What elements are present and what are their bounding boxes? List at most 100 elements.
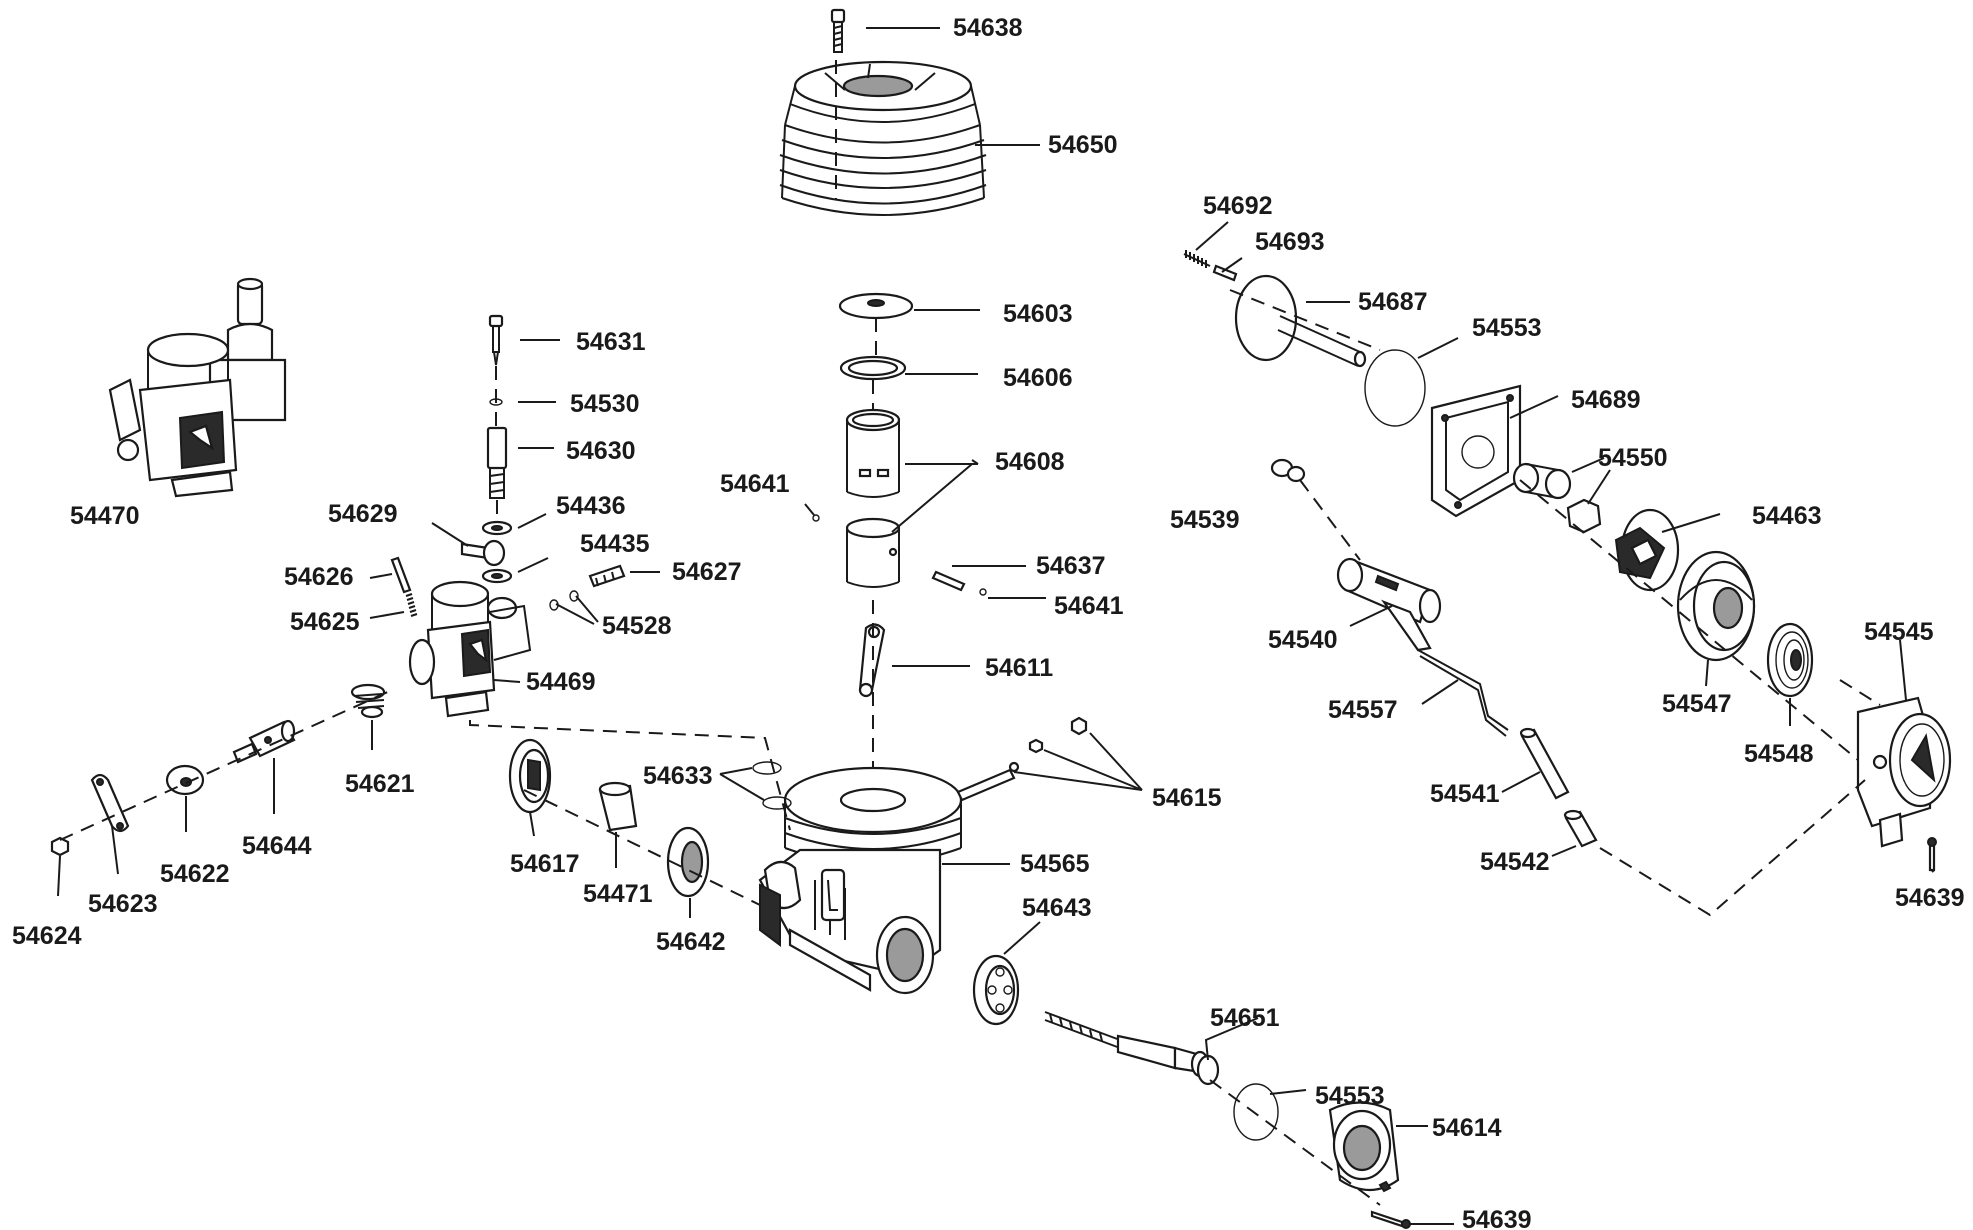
piston-drawing <box>845 517 901 588</box>
label-54644: 54644 <box>242 832 312 860</box>
part-labels: 54638 54650 54692 54693 54687 54553 5460… <box>12 14 1965 1230</box>
label-54637: 54637 <box>1036 552 1106 580</box>
label-54641-top: 54641 <box>720 470 790 498</box>
label-54469: 54469 <box>526 668 596 696</box>
o-ring-drawing <box>752 761 792 810</box>
label-54530: 54530 <box>570 390 640 418</box>
label-54642: 54642 <box>656 928 726 956</box>
label-54615: 54615 <box>1152 784 1222 812</box>
one-way-bearing-drawing <box>1512 462 1572 500</box>
head-gasket-drawing <box>839 355 907 381</box>
front-bearing-drawing <box>972 954 1020 1026</box>
head-button-drawing <box>838 292 914 320</box>
backplate-gasket-drawing <box>1233 1083 1279 1141</box>
label-54471: 54471 <box>583 880 653 908</box>
fuel-nipple-drawing <box>460 539 506 567</box>
label-54622: 54622 <box>160 860 230 888</box>
main-needle-drawing <box>588 564 626 588</box>
label-54435: 54435 <box>580 530 650 558</box>
starter-hub-drawing <box>1614 508 1680 592</box>
starter-spring-drawing <box>1183 250 1211 268</box>
label-54550: 54550 <box>1598 444 1668 472</box>
starter-pin-drawing <box>1212 264 1238 282</box>
carburetor-assembly-drawing <box>108 277 287 498</box>
clip-drawing-b <box>979 588 987 596</box>
starter-housing-drawing <box>1856 696 1952 848</box>
label-54541: 54541 <box>1430 780 1500 808</box>
head-screw-drawing <box>830 8 846 53</box>
idle-needle-drawing <box>488 314 504 366</box>
starter-tube-drawing <box>1519 727 1570 800</box>
label-54638: 54638 <box>953 14 1023 42</box>
throttle-arm-drawing <box>232 719 296 764</box>
starter-sleeve-drawing <box>1563 809 1598 848</box>
leader-lines <box>57 27 1935 1225</box>
label-54633: 54633 <box>643 762 713 790</box>
crankcase-drawing <box>758 766 963 995</box>
label-54548: 54548 <box>1744 740 1814 768</box>
label-54557: 54557 <box>1328 696 1398 724</box>
washer-drawing-lower <box>481 568 513 584</box>
starter-shaft-drawing <box>1234 274 1367 368</box>
label-54624: 54624 <box>12 922 82 950</box>
label-54643: 54643 <box>1022 894 1092 922</box>
crankshaft-drawing <box>1044 1011 1220 1086</box>
starter-handle-drawing <box>1336 557 1442 652</box>
hex-adapter-drawing <box>1566 498 1602 534</box>
label-54617: 54617 <box>510 850 580 878</box>
label-54547: 54547 <box>1662 690 1732 718</box>
label-54692: 54692 <box>1203 192 1273 220</box>
label-54539: 54539 <box>1170 506 1240 534</box>
set-screw-drawing <box>390 556 412 594</box>
label-54611: 54611 <box>985 654 1053 682</box>
screw-drawing-lower <box>1370 1210 1411 1229</box>
label-54631: 54631 <box>576 328 646 356</box>
label-54651: 54651 <box>1210 1004 1280 1032</box>
mounting-plate-drawing <box>1430 384 1522 518</box>
glow-plug-drawing <box>956 716 1088 802</box>
label-54463: 54463 <box>1752 502 1822 530</box>
pin-head-drawing <box>1270 458 1306 483</box>
rubber-ring-drawing <box>666 826 710 898</box>
label-54627: 54627 <box>672 558 742 586</box>
label-54641-right: 54641 <box>1054 592 1124 620</box>
label-54687: 54687 <box>1358 288 1428 316</box>
carb-spring-drawing <box>405 593 418 617</box>
throttle-lever-drawing <box>90 773 130 833</box>
screw-drawing-right <box>1927 837 1937 872</box>
lever-nut-drawing <box>50 836 70 857</box>
label-54650: 54650 <box>1048 131 1118 159</box>
label-54614: 54614 <box>1432 1114 1502 1142</box>
wrist-pin-drawing <box>931 570 966 592</box>
label-54470: 54470 <box>70 502 140 530</box>
label-54553-lower: 54553 <box>1315 1082 1385 1110</box>
label-54625: 54625 <box>290 608 360 636</box>
label-54542: 54542 <box>1480 848 1550 876</box>
carburetor-body-drawing <box>408 580 532 718</box>
label-54436: 54436 <box>556 492 626 520</box>
cylinder-sleeve-drawing <box>845 408 901 498</box>
label-54639-right: 54639 <box>1895 884 1965 912</box>
label-54693: 54693 <box>1255 228 1325 256</box>
label-54623: 54623 <box>88 890 158 918</box>
label-54629: 54629 <box>328 500 398 528</box>
needle-housing-drawing <box>486 426 508 499</box>
label-54565: 54565 <box>1020 850 1090 878</box>
label-54606: 54606 <box>1003 364 1073 392</box>
label-54630: 54630 <box>566 437 636 465</box>
label-54621: 54621 <box>345 770 415 798</box>
starter-flywheel-drawing <box>1676 550 1756 662</box>
label-54626: 54626 <box>284 563 354 591</box>
carb-insert-drawing <box>598 781 638 832</box>
label-54540: 54540 <box>1268 626 1338 654</box>
label-54603: 54603 <box>1003 300 1073 328</box>
part-drawings <box>50 8 1952 1229</box>
starter-wire-drawing <box>1417 649 1509 737</box>
clip-drawing-a <box>812 514 820 522</box>
starter-gasket-drawing <box>1364 349 1426 427</box>
back-plate-drawing <box>1328 1101 1400 1193</box>
throttle-valve-drawing <box>508 738 552 814</box>
label-54689: 54689 <box>1571 386 1641 414</box>
label-54639-lower: 54639 <box>1462 1206 1532 1230</box>
